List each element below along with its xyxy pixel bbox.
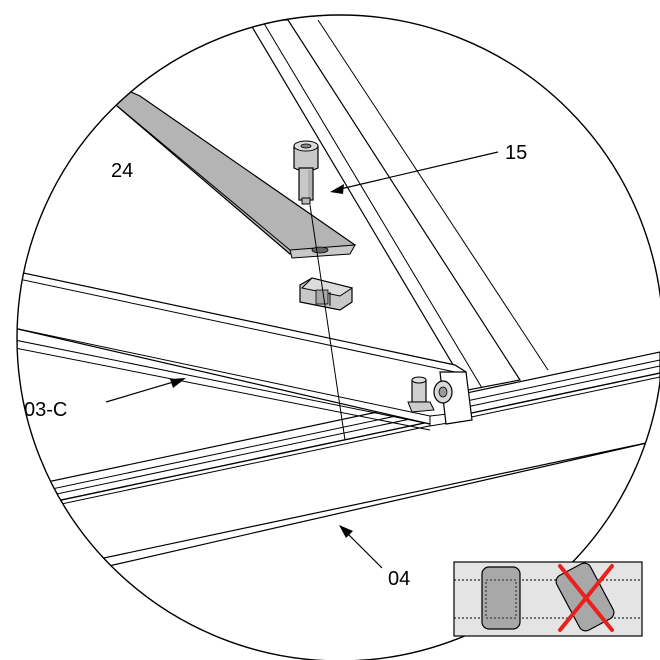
rail-end-bolt [407,376,453,413]
leader-arrow-04 [343,529,383,569]
assembly-axis [309,204,346,441]
leader-arrow-15 [335,151,499,191]
callout-03-c: 03-C [24,399,67,421]
arrowhead-04 [339,525,353,538]
nut-correct-orientation [481,566,521,630]
wrong-cross-icon [558,564,614,632]
detail-circle-border [16,14,660,660]
callout-04: 04 [388,568,410,590]
leader-arrow-03-c [105,379,181,403]
orientation-inset [453,561,643,637]
leader-arrows [105,151,499,569]
callout-15: 15 [505,142,527,164]
bolt-15 [293,140,319,205]
strap-24 [109,87,357,259]
callout-24: 24 [111,160,133,182]
arrowhead-15 [330,184,344,194]
diagonal-profile [246,19,549,391]
sliding-nut [299,277,354,311]
arrowhead-03-c [170,378,186,388]
